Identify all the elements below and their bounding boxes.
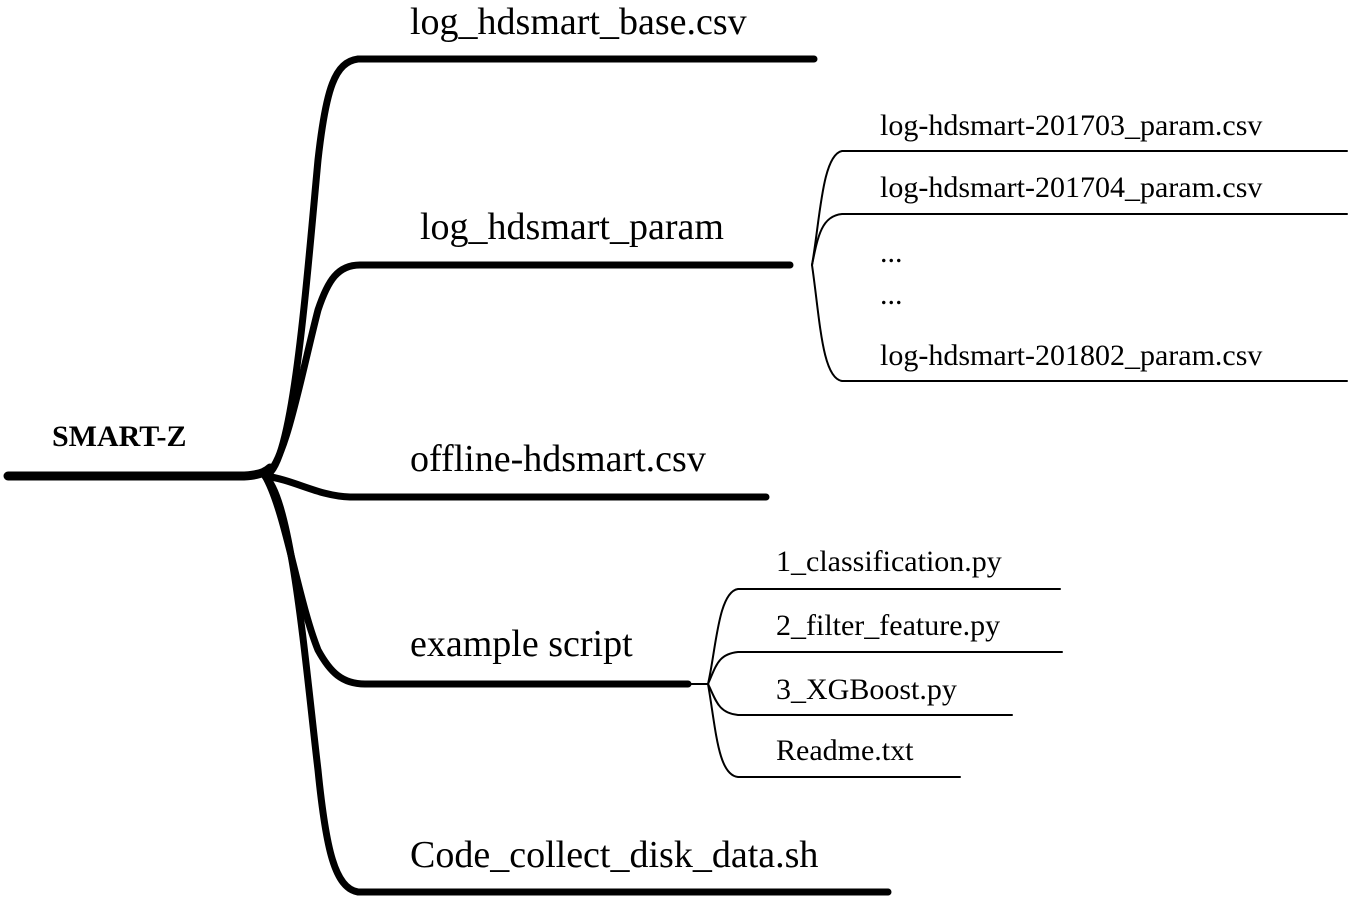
param-subbranch-lines	[811, 150, 1348, 382]
branch-label-script: example script	[410, 623, 633, 665]
root-label: SMART-Z	[52, 420, 187, 453]
param-file-label: log-hdsmart-201703_param.csv	[880, 109, 1263, 142]
branch-connector-code	[261, 472, 892, 896]
branch-label-base: log_hdsmart_base.csv	[410, 1, 747, 43]
branch-label-code: Code_collect_disk_data.sh	[410, 834, 819, 876]
script-file-label: 3_XGBoost.py	[776, 673, 957, 706]
script-file-label: Readme.txt	[776, 734, 914, 767]
param-ellipsis-label: ...	[880, 236, 903, 269]
branch-label-offline: offline-hdsmart.csv	[410, 438, 706, 480]
param-file-label: log-hdsmart-201704_param.csv	[880, 171, 1263, 204]
root-trunk	[3, 463, 275, 481]
script-file-label: 2_filter_feature.py	[776, 609, 1001, 642]
branch-connector-offline	[261, 472, 770, 501]
branch-connector-param	[261, 261, 794, 480]
param-file-label: log-hdsmart-201802_param.csv	[880, 339, 1263, 372]
param-ellipsis-label: ...	[880, 278, 903, 311]
branch-label-param: log_hdsmart_param	[420, 206, 724, 248]
script-file-label: 1_classification.py	[776, 545, 1002, 578]
script-subbranch-lines	[687, 588, 1063, 778]
